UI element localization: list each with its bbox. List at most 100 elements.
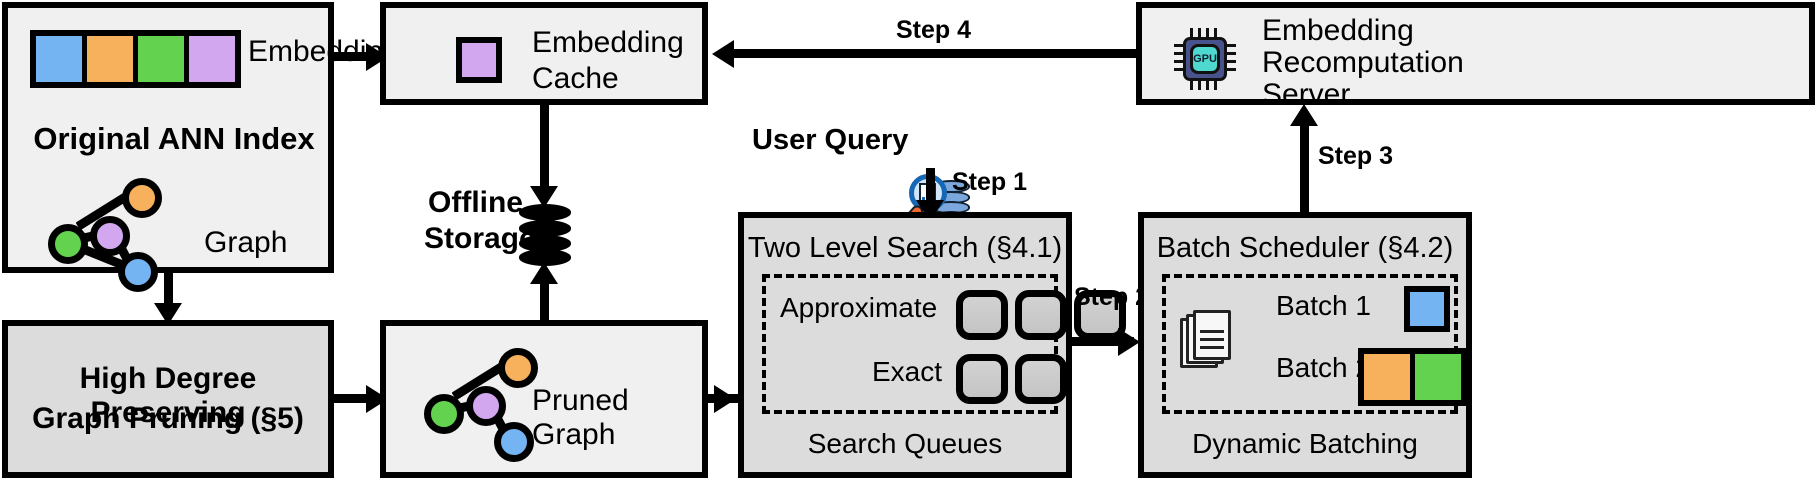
embedding-cache-box: Embedding Cache — [380, 2, 708, 105]
arrow-step3-line — [1300, 118, 1309, 212]
graph-pruning-line1: High Degree Preserving — [79, 362, 257, 429]
offline-storage-line2: Storage — [424, 222, 536, 255]
arrow-index-to-cache-line — [334, 52, 372, 61]
graph-node-orange — [498, 348, 538, 388]
batch-2-swatch-green — [1415, 354, 1461, 400]
arrow-step4-line — [720, 49, 1138, 58]
arrow-step2-line — [1072, 337, 1134, 346]
embedding-cache-swatch — [456, 37, 502, 83]
arrow-index-to-pruning-head — [154, 303, 182, 325]
graph-node-green — [424, 394, 464, 434]
exact-queue-row — [956, 354, 1067, 404]
doc-rule — [1200, 338, 1224, 341]
graph-label: Graph — [204, 226, 288, 259]
graph-node-purple — [466, 386, 506, 426]
step3-label: Step 3 — [1318, 142, 1394, 170]
two-level-search-title: Two Level Search (§4.1) — [747, 232, 1063, 264]
step2-label: Step 2 — [1074, 283, 1150, 311]
queue-cell[interactable] — [956, 354, 1008, 404]
approximate-label: Approximate — [780, 292, 938, 323]
dynamic-batching-footer: Dynamic Batching — [1192, 428, 1418, 459]
graph-pruning-box: High Degree Preserving Graph Pruning (§5… — [2, 320, 334, 478]
original-ann-index-label: Original ANN Index — [33, 121, 315, 156]
offline-storage-line1: Offline — [428, 186, 523, 219]
gpu-pin — [1226, 68, 1236, 71]
embedding-swatch-purple — [189, 36, 235, 82]
step1-label: Step 1 — [952, 168, 1028, 196]
recomputation-server-line3: Server — [1262, 78, 1351, 111]
database-icon — [519, 204, 571, 266]
search-queues-panel: Approximate Exact — [762, 274, 1126, 414]
gpu-pin — [1206, 28, 1209, 38]
batch-1-swatch-blue — [1404, 286, 1450, 332]
gpu-pin — [1190, 80, 1193, 90]
recomputation-server-line2: Recomputation — [1262, 46, 1464, 79]
doc-rule — [1200, 330, 1224, 333]
gpu-chip-core-label: GPU — [1190, 44, 1220, 74]
dynamic-batching-panel: Batch 1 Batch 2 — [1162, 274, 1467, 414]
gpu-pin — [1226, 52, 1236, 55]
batch-scheduler-box: Batch Scheduler (§4.2) Batch 1 Batch 2 D… — [1138, 212, 1472, 478]
embedding-swatch-green — [138, 36, 189, 82]
doc-rule — [1200, 346, 1224, 349]
embedding-swatch-strip — [30, 30, 241, 88]
arrow-pruned-to-storage-head — [530, 262, 558, 284]
exact-label: Exact — [872, 356, 943, 387]
gpu-pin — [1214, 80, 1217, 90]
original-ann-index-box: Embedding Original ANN Index Graph — [2, 2, 400, 292]
gpu-pin — [1198, 28, 1201, 38]
graph-node-green — [48, 224, 88, 264]
gpu-pin — [1226, 44, 1236, 47]
batch-2-swatch-strip — [1358, 348, 1467, 406]
embedding-cache-line1: Embedding — [532, 26, 684, 59]
embedding-swatch-orange — [87, 36, 138, 82]
arrow-pruned-to-search-head — [714, 385, 736, 413]
gpu-chip-icon: GPU — [1174, 28, 1236, 90]
arrow-cache-to-storage-line — [540, 105, 549, 193]
graph-node-blue — [494, 422, 534, 462]
batch-scheduler-title: Batch Scheduler (§4.2) — [1156, 232, 1454, 264]
original-graph-widget — [46, 174, 186, 292]
pruned-graph-label: Pruned Graph — [532, 384, 629, 451]
recomputation-server-box: GPU Embedding Recomputation Server — [1136, 2, 1815, 111]
arrow-index-to-pruning-line — [164, 273, 173, 309]
doc-sheet-front — [1193, 310, 1231, 360]
graph-node-blue — [118, 252, 158, 292]
gpu-pin — [1174, 52, 1184, 55]
batch-2-swatch-orange — [1364, 354, 1415, 400]
batch-2-label: Batch 2 — [1276, 352, 1371, 383]
arrow-pruned-to-storage-line — [540, 275, 549, 323]
gpu-pin — [1174, 60, 1184, 63]
embedding-cache-line2: Cache — [532, 62, 619, 95]
pruned-graph-box: Pruned Graph — [380, 320, 708, 478]
arrow-step2-head — [1118, 328, 1140, 356]
embedding-swatch-blue — [36, 36, 87, 82]
arrow-cache-to-storage-head — [530, 186, 558, 208]
queue-cell[interactable] — [1074, 290, 1126, 340]
gpu-pin — [1226, 60, 1236, 63]
graph-pruning-line2: Graph Pruning (§5) — [32, 402, 304, 435]
arrow-step3-head — [1290, 104, 1318, 126]
approximate-queue-row — [956, 290, 1126, 340]
queue-cell[interactable] — [1015, 354, 1067, 404]
gpu-pin — [1206, 80, 1209, 90]
step4-label: Step 4 — [896, 16, 972, 44]
gpu-pin — [1174, 44, 1184, 47]
user-query-label: User Query — [752, 124, 909, 156]
chart-bar — [922, 197, 925, 202]
gpu-pin — [1190, 28, 1193, 38]
queue-cell[interactable] — [956, 290, 1008, 340]
graph-node-orange — [122, 178, 162, 218]
pruned-graph-widget — [422, 344, 562, 464]
gpu-pin — [1198, 80, 1201, 90]
arrow-step4-head — [712, 40, 734, 68]
documents-stack-icon — [1180, 310, 1238, 374]
gpu-pin — [1214, 28, 1217, 38]
two-level-search-box: Two Level Search (§4.1) Approximate Exac… — [738, 212, 1126, 478]
recomputation-server-line1: Embedding — [1262, 14, 1414, 47]
queue-cell[interactable] — [1015, 290, 1067, 340]
arrow-step1-line — [926, 168, 935, 208]
search-queues-footer: Search Queues — [807, 428, 1003, 459]
graph-node-purple — [90, 216, 130, 256]
